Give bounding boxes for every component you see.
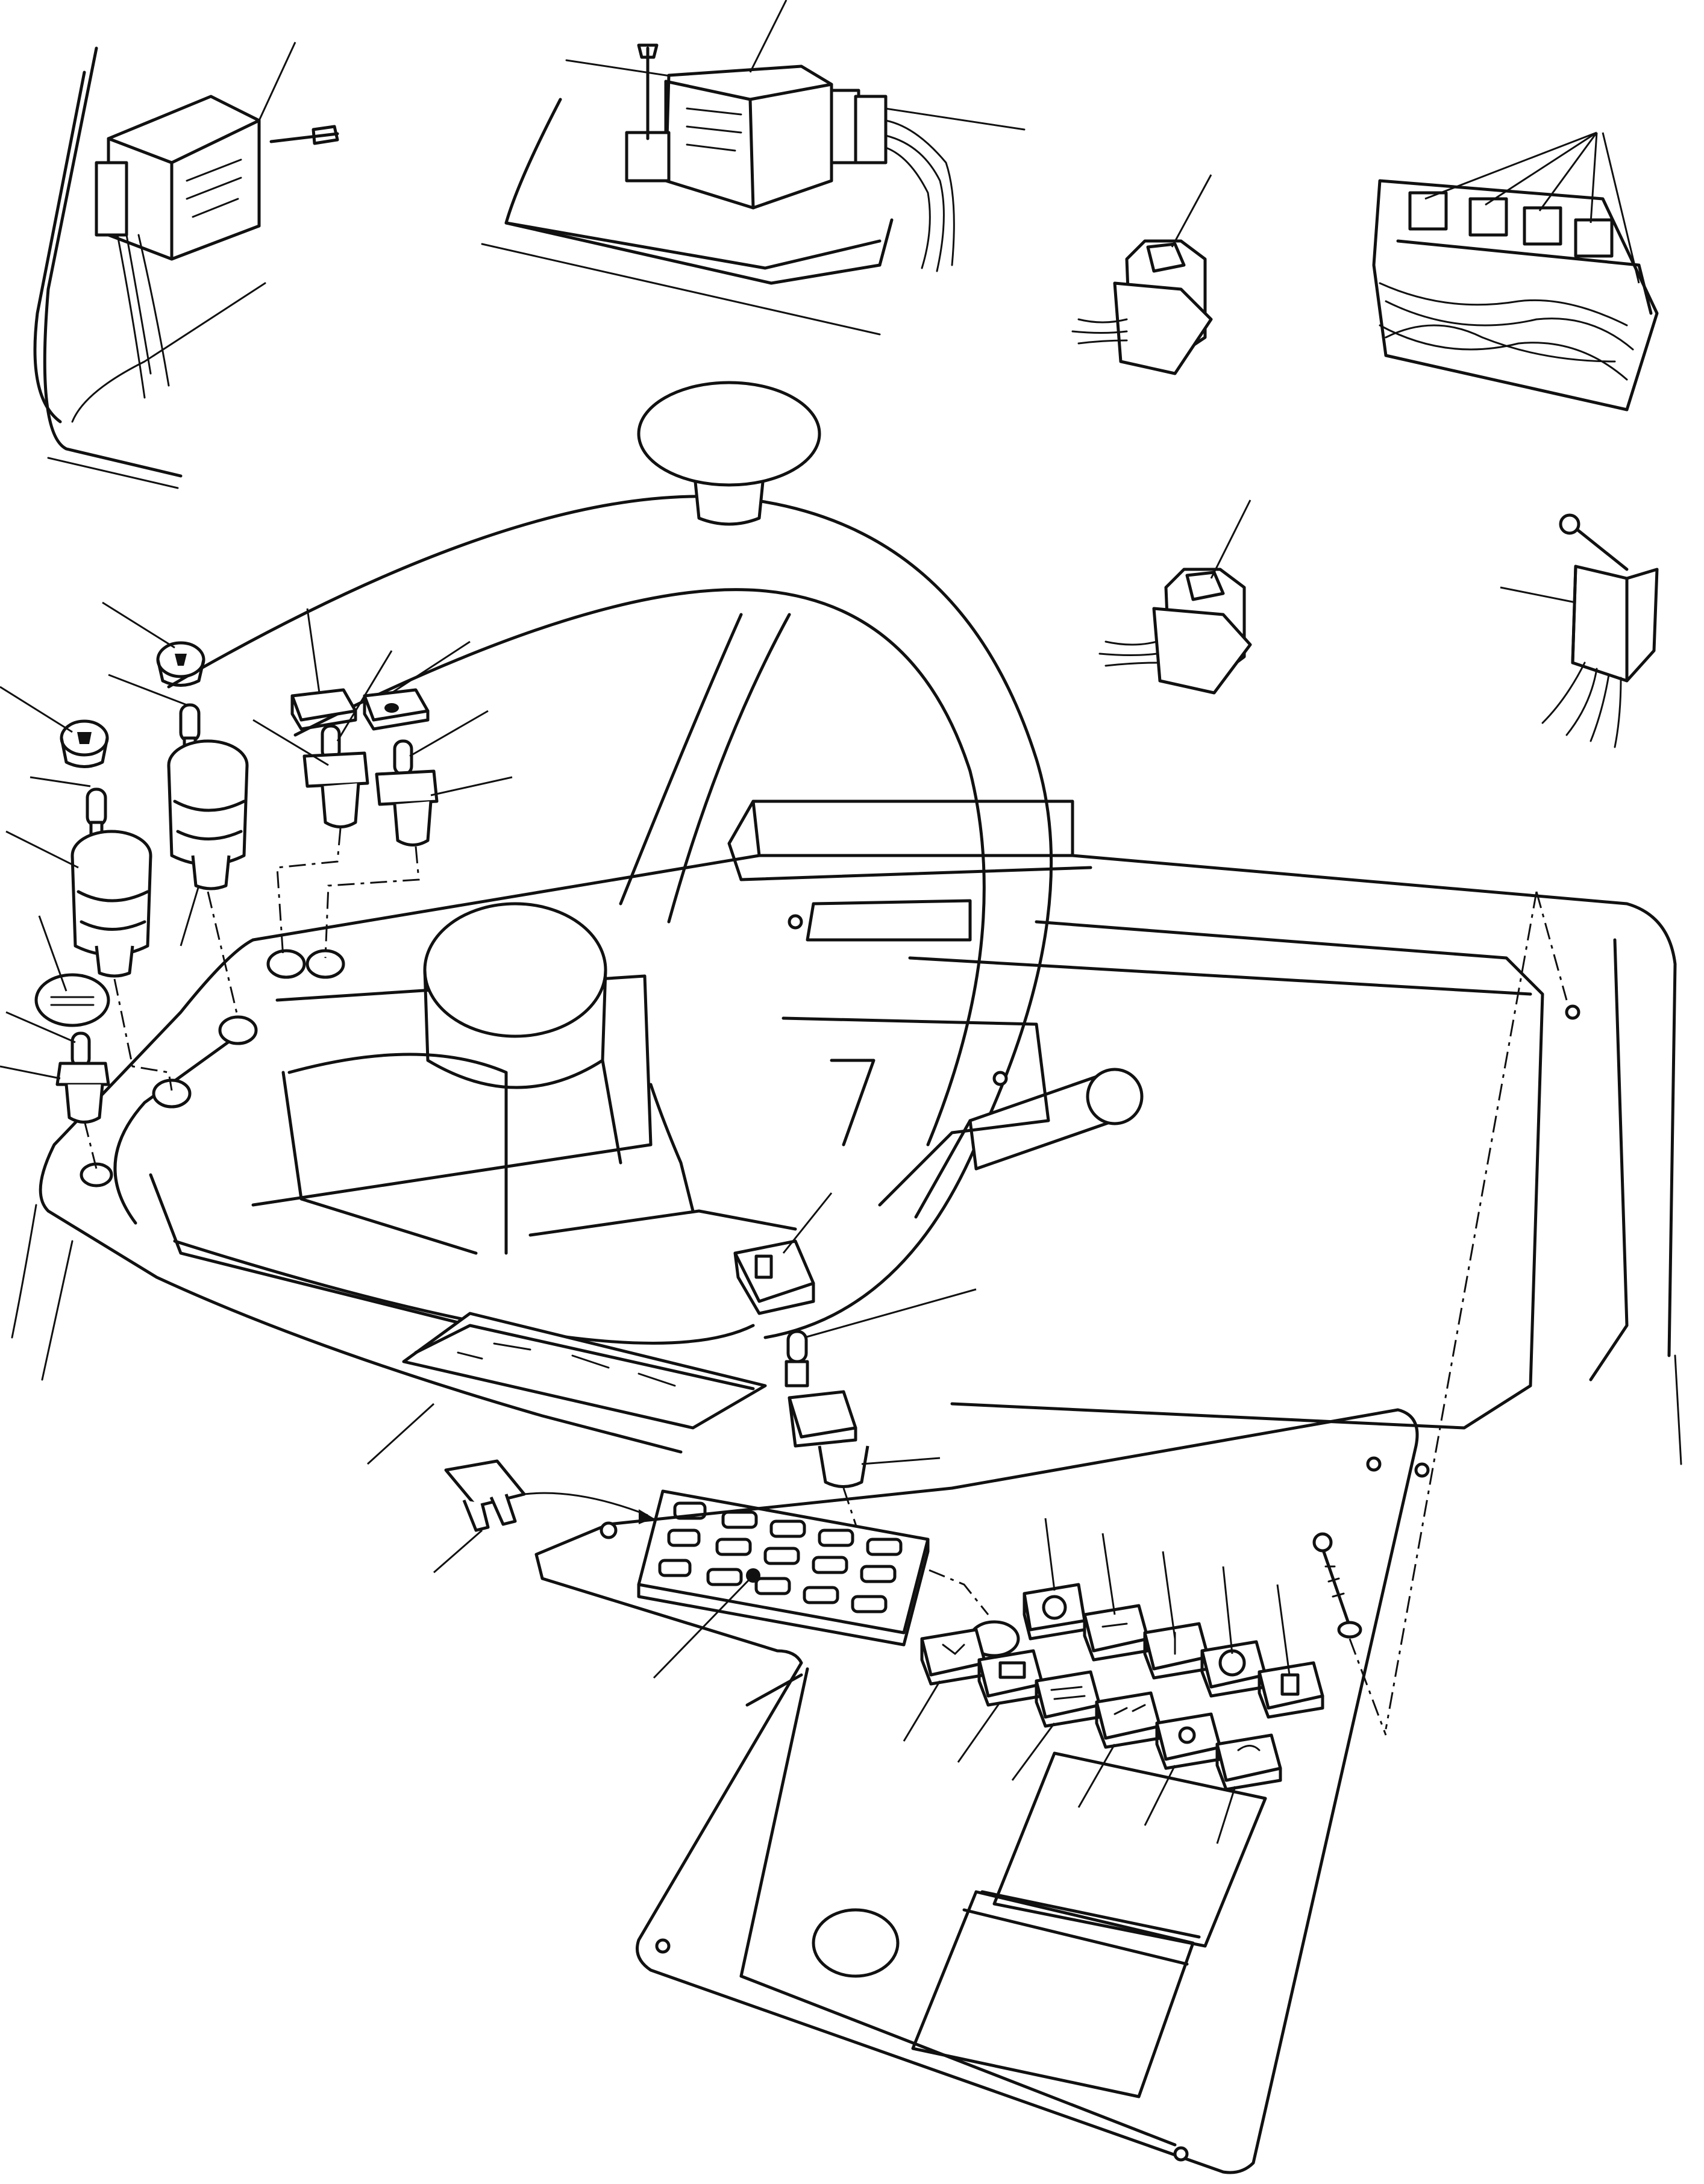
inset-control-unit xyxy=(481,0,1026,336)
fuse-slots xyxy=(658,1501,903,1613)
connector-right xyxy=(1500,513,1659,748)
bulb-5 xyxy=(393,739,413,776)
dashboard-console xyxy=(11,799,1682,1465)
relay-upper xyxy=(1071,174,1213,375)
emblem-cap xyxy=(34,973,110,1027)
square-indicator-2 xyxy=(363,688,430,731)
warning-lamp-buttons xyxy=(903,1518,1324,1844)
left-switches xyxy=(0,601,513,1169)
button-r2-4 xyxy=(1095,1691,1162,1749)
button-r2-2 xyxy=(977,1649,1044,1707)
relay-bank xyxy=(1372,131,1659,411)
button-r1-2 xyxy=(1083,1604,1150,1662)
square-indicator-1 xyxy=(290,688,357,731)
indicator-holder-1 xyxy=(302,751,369,828)
dash-to-panel-guide xyxy=(1385,891,1538,1730)
center-indicator xyxy=(733,1192,989,1615)
instrument-glass xyxy=(366,1312,767,1465)
button-r2-1 xyxy=(920,1628,987,1686)
button-r2-6 xyxy=(1215,1733,1282,1791)
dash-mounting-holes xyxy=(80,914,1580,1478)
screw-washer xyxy=(1312,1532,1387,1736)
button-r1-5 xyxy=(1258,1661,1324,1719)
rotary-switch-1 xyxy=(167,739,249,890)
relay-middle xyxy=(1098,499,1252,695)
control-unit-box xyxy=(625,64,955,272)
fuse-box xyxy=(637,1489,930,1679)
bulb-3 xyxy=(70,1031,91,1068)
steering-wheel xyxy=(113,381,1053,1345)
button-r1-1 xyxy=(1023,1583,1086,1641)
lower-panel-plate xyxy=(534,1408,1419,2174)
screw-right xyxy=(1559,513,1629,571)
screw-left-inset xyxy=(269,125,339,145)
screw-center-inset xyxy=(637,43,659,140)
steering-hub xyxy=(423,902,607,1089)
button-r1-3 xyxy=(1143,1622,1210,1680)
lamp-cap-2 xyxy=(60,719,109,768)
indicator-holder-left xyxy=(55,1062,110,1124)
inset-cab-panel-relay xyxy=(33,42,339,489)
indicator-holder-2 xyxy=(375,769,439,846)
button-r1-4 xyxy=(1200,1640,1267,1698)
dash-guide-2 xyxy=(1535,891,1568,1001)
lamp-cap-1 xyxy=(156,641,205,687)
steering-knob xyxy=(637,381,821,526)
rotary-switch-2 xyxy=(70,830,152,978)
fuse xyxy=(433,1459,654,1574)
button-r2-5 xyxy=(1155,1712,1222,1770)
relay-bank-relays xyxy=(1396,191,1653,315)
column-shroud xyxy=(782,1016,1050,1207)
button-r2-3 xyxy=(1035,1670,1101,1728)
relay-box-left xyxy=(95,95,261,399)
